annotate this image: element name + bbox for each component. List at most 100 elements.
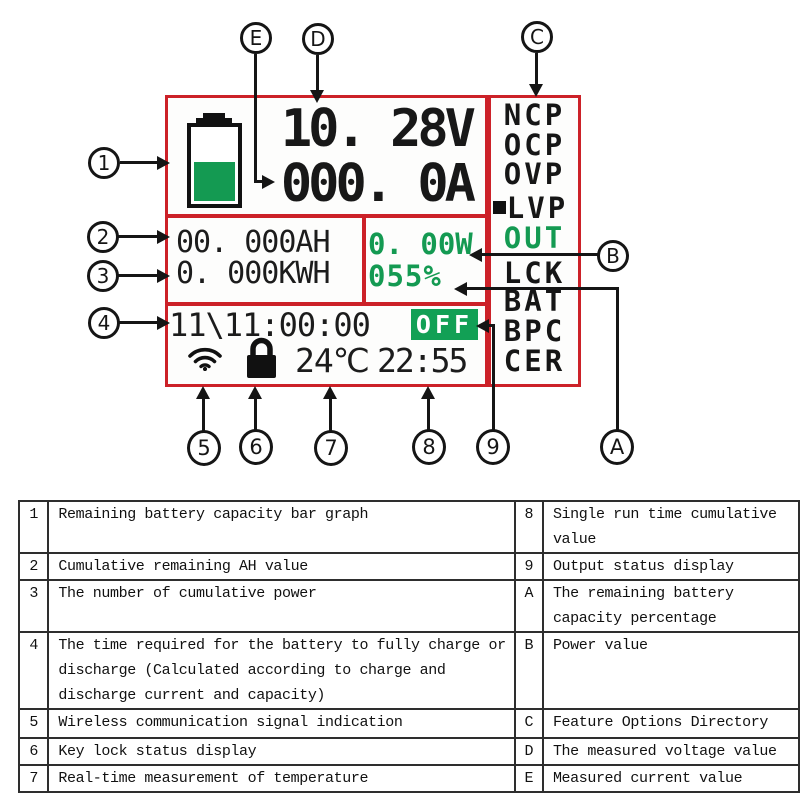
energy-value: 0. 000KWH: [176, 256, 331, 291]
menu-item-lck: LCK: [503, 256, 566, 290]
callout-arrow-E: [262, 175, 275, 189]
legend-key: 9: [513, 552, 544, 581]
menu-item-bat: BAT: [503, 284, 566, 318]
callout-arrow-2: [157, 230, 170, 244]
legend-key: 6: [17, 737, 50, 766]
legend-desc: Measured current value: [541, 764, 800, 793]
callout-circle-1: 1: [88, 147, 120, 179]
callout-line-2: [118, 235, 160, 238]
callout-line-4: [119, 321, 160, 324]
legend-key: 8: [513, 500, 544, 554]
current-value: 000. 0A: [280, 154, 476, 214]
table-row: 7 Real-time measurement of temperature E…: [17, 764, 800, 793]
legend-desc: The time required for the battery to ful…: [47, 631, 516, 710]
callout-arrow-8: [421, 386, 435, 399]
menu-item-cer: CER: [503, 344, 566, 378]
callout-arrow-1: [157, 156, 170, 170]
callout-arrow-5: [196, 386, 210, 399]
callout-circle-B: B: [597, 240, 629, 272]
callout-line-8: [427, 398, 430, 430]
callout-circle-6: 6: [239, 429, 273, 465]
legend-desc: Wireless communication signal indication: [47, 708, 516, 739]
table-row: 2 Cumulative remaining AH value 9 Output…: [17, 552, 800, 581]
callout-circle-A: A: [600, 429, 634, 465]
callout-line-3: [118, 274, 160, 277]
lvp-selected-marker-icon: [492, 201, 506, 214]
legend-desc: Output status display: [541, 552, 800, 581]
legend-key: 7: [17, 764, 50, 793]
legend-desc: The measured voltage value: [541, 737, 800, 766]
legend-desc: Key lock status display: [47, 737, 516, 766]
legend-table: 1 Remaining battery capacity bar graph 8…: [17, 500, 800, 793]
callout-line-A-vertical: [616, 288, 619, 430]
callout-line-C: [535, 53, 538, 86]
legend-desc: The remaining battery capacity percentag…: [541, 579, 800, 633]
callout-circle-C: C: [521, 21, 553, 53]
power-percent-box: [363, 215, 488, 305]
battery-icon-cap-top: [203, 113, 225, 119]
menu-item-lvp: LVP: [484, 194, 577, 223]
legend-key: E: [513, 764, 544, 793]
callout-line-E-vertical: [254, 54, 257, 183]
legend-desc: The number of cumulative power: [47, 579, 516, 633]
legend-key: 3: [17, 579, 50, 633]
battery-percent-value: 055%: [368, 259, 442, 293]
callout-circle-7: 7: [314, 430, 348, 466]
callout-line-A-horizontal: [466, 287, 619, 290]
legend-key: B: [513, 631, 544, 710]
callout-line-E-horizontal: [254, 180, 265, 183]
callout-arrow-B: [469, 248, 482, 262]
callout-arrow-D: [310, 90, 324, 103]
clock-value: 22:55: [377, 341, 468, 380]
callout-arrow-9: [476, 319, 489, 333]
wifi-signal-icon: [188, 347, 222, 371]
callout-arrow-3: [157, 269, 170, 283]
menu-item-bpc: BPC: [503, 314, 566, 348]
callout-circle-4: 4: [88, 307, 120, 339]
callout-arrow-6: [248, 386, 262, 399]
callout-circle-5: 5: [187, 430, 221, 466]
legend-key: 4: [17, 631, 50, 710]
amp-hours-value: 00. 000AH: [176, 225, 331, 260]
legend-desc: Single run time cumulative value: [541, 500, 800, 554]
legend-desc: Feature Options Directory: [541, 708, 800, 739]
legend-key: 1: [17, 500, 50, 554]
callout-circle-E: E: [240, 22, 272, 54]
table-row: 5 Wireless communication signal indicati…: [17, 708, 800, 739]
table-row: 6 Key lock status display D The measured…: [17, 737, 800, 766]
menu-item-ovp: OVP: [503, 157, 566, 191]
legend-desc: Cumulative remaining AH value: [47, 552, 516, 581]
charge-time-value: 11\11:00:00: [169, 306, 371, 344]
menu-item-ocp: OCP: [503, 128, 566, 162]
callout-line-D: [316, 55, 319, 92]
legend-key: C: [513, 708, 544, 739]
callout-circle-3: 3: [87, 260, 119, 292]
legend-key: 5: [17, 708, 50, 739]
callout-circle-9: 9: [476, 429, 510, 465]
legend-key: A: [513, 579, 544, 633]
callout-line-1: [120, 161, 160, 164]
battery-icon-cap-base: [196, 118, 232, 124]
legend-desc: Real-time measurement of temperature: [47, 764, 516, 793]
callout-circle-8: 8: [412, 429, 446, 465]
legend-key: D: [513, 737, 544, 766]
callout-line-9-horizontal: [488, 324, 495, 327]
voltage-value: 10. 28V: [280, 99, 476, 159]
legend-key: 2: [17, 552, 50, 581]
temperature-value: 24℃: [295, 341, 370, 380]
table-row: 1 Remaining battery capacity bar graph 8…: [17, 500, 800, 554]
callout-line-9-vertical: [492, 325, 495, 430]
callout-arrow-4: [157, 316, 170, 330]
callout-arrow-C: [529, 84, 543, 97]
callout-line-6: [254, 398, 257, 430]
legend-desc: Remaining battery capacity bar graph: [47, 500, 516, 554]
key-lock-icon: [247, 337, 276, 378]
legend-desc: Power value: [541, 631, 800, 710]
power-value: 0. 00W: [368, 227, 473, 261]
callout-circle-D: D: [302, 23, 334, 55]
battery-icon: [187, 123, 242, 208]
callout-circle-2: 2: [87, 221, 119, 253]
menu-item-ncp: NCP: [503, 98, 566, 132]
callout-line-B: [481, 253, 598, 256]
